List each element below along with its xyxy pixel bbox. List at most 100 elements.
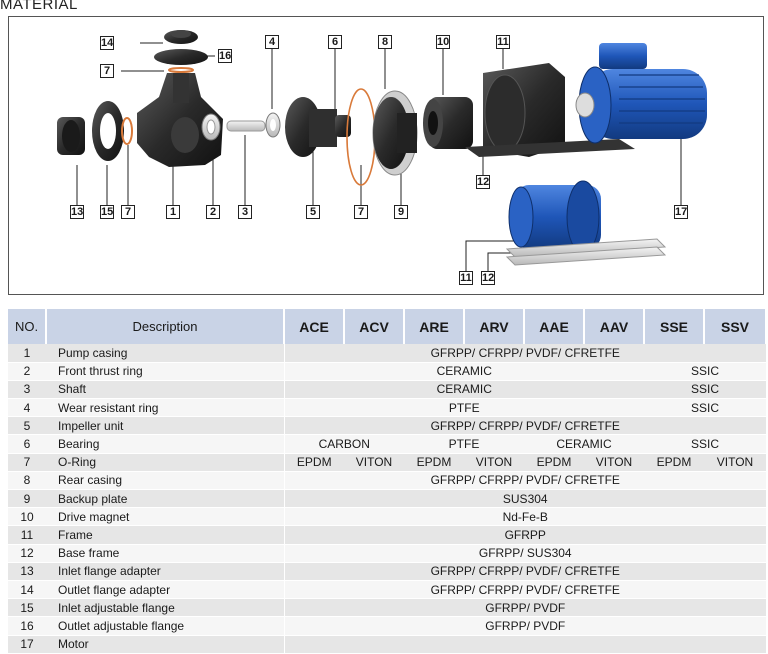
- header-model: ACV: [344, 309, 405, 344]
- table-header-row: NO. Description ACE ACV ARE ARV AAE AAV …: [8, 309, 767, 344]
- header-model: AAV: [584, 309, 645, 344]
- row-number: 2: [8, 362, 46, 381]
- material-cell: CARBON: [284, 434, 404, 454]
- header-model: ACE: [284, 309, 345, 344]
- row-number: 16: [8, 616, 46, 636]
- row-number: 10: [8, 507, 46, 527]
- material-cell: VITON: [584, 453, 644, 472]
- callout-4: 4: [265, 35, 279, 49]
- callout-7-top: 7: [100, 64, 114, 78]
- row-description: Frame: [46, 525, 285, 545]
- exploded-view-diagram: 14 16 7 4 6 8 10 11 12 13 15 7 1 2 3 5 7…: [8, 16, 764, 295]
- callout-8: 8: [378, 35, 392, 49]
- material-cell: SUS304: [284, 489, 766, 509]
- callout-5: 5: [306, 205, 320, 219]
- row-number: 8: [8, 471, 46, 491]
- header-description: Description: [46, 309, 285, 344]
- row-number: 6: [8, 434, 46, 454]
- row-number: 7: [8, 453, 46, 472]
- callout-2: 2: [206, 205, 220, 219]
- material-cell: PTFE: [284, 398, 644, 418]
- row-number: 3: [8, 380, 46, 400]
- row-description: Motor: [46, 635, 285, 654]
- row-number: 13: [8, 562, 46, 581]
- row-description: Drive magnet: [46, 507, 285, 527]
- row-description: Bearing: [46, 434, 285, 454]
- callout-16: 16: [218, 49, 232, 63]
- callout-7-mid: 7: [354, 205, 368, 219]
- material-cell: GFRPP/ CFRPP/ PVDF/ CFRETFE: [284, 562, 766, 581]
- material-cell: EPDM: [644, 453, 704, 472]
- material-cell: EPDM: [404, 453, 464, 472]
- row-number: 1: [8, 344, 46, 363]
- material-cell: VITON: [464, 453, 524, 472]
- row-number: 17: [8, 635, 46, 654]
- header-model: AAE: [524, 309, 585, 344]
- callout-9: 9: [394, 205, 408, 219]
- material-cell: CERAMIC: [284, 380, 644, 400]
- row-description: Pump casing: [46, 344, 285, 363]
- page-heading: MATERIAL: [0, 0, 78, 13]
- material-cell: SSIC: [644, 434, 766, 454]
- callout-14: 14: [100, 36, 114, 50]
- row-description: Rear casing: [46, 471, 285, 491]
- material-cell: GFRPP/ SUS304: [284, 544, 766, 563]
- callout-12-bottom: 12: [481, 271, 495, 285]
- row-number: 5: [8, 416, 46, 436]
- callout-12-top: 12: [476, 175, 490, 189]
- row-number: 14: [8, 580, 46, 600]
- material-cell: PTFE: [404, 434, 524, 454]
- row-number: 4: [8, 398, 46, 418]
- material-cell: GFRPP/ CFRPP/ PVDF/ CFRETFE: [284, 416, 766, 436]
- row-description: Outlet flange adapter: [46, 580, 285, 600]
- material-cell: Nd-Fe-B: [284, 507, 766, 527]
- material-cell: SSIC: [644, 362, 766, 381]
- callout-7-left: 7: [121, 205, 135, 219]
- material-cell: GFRPP/ PVDF: [284, 598, 766, 618]
- material-cell: SSIC: [644, 380, 766, 400]
- material-cell: EPDM: [524, 453, 584, 472]
- material-cell: [284, 635, 766, 654]
- material-cell: CERAMIC: [524, 434, 644, 454]
- material-cell: GFRPP/ CFRPP/ PVDF/ CFRETFE: [284, 471, 766, 491]
- row-description: Backup plate: [46, 489, 285, 509]
- header-model: SSE: [644, 309, 705, 344]
- material-spec-table: NO. Description ACE ACV ARE ARV AAE AAV …: [8, 309, 767, 654]
- callout-15: 15: [100, 205, 114, 219]
- row-number: 12: [8, 544, 46, 563]
- row-description: Inlet flange adapter: [46, 562, 285, 581]
- row-description: Base frame: [46, 544, 285, 563]
- material-cell: VITON: [344, 453, 404, 472]
- material-cell: VITON: [704, 453, 766, 472]
- callout-13: 13: [70, 205, 84, 219]
- material-cell: GFRPP/ PVDF: [284, 616, 766, 636]
- callout-6: 6: [328, 35, 342, 49]
- row-number: 15: [8, 598, 46, 618]
- row-description: Wear resistant ring: [46, 398, 285, 418]
- row-description: Impeller unit: [46, 416, 285, 436]
- callout-3: 3: [238, 205, 252, 219]
- material-cell: GFRPP: [284, 525, 766, 545]
- row-description: O-Ring: [46, 453, 285, 472]
- exploded-view-drawing: [57, 30, 707, 271]
- row-number: 11: [8, 525, 46, 545]
- callout-11-bottom: 11: [459, 271, 473, 285]
- header-model: ARV: [464, 309, 525, 344]
- material-cell: GFRPP/ CFRPP/ PVDF/ CFRETFE: [284, 580, 766, 600]
